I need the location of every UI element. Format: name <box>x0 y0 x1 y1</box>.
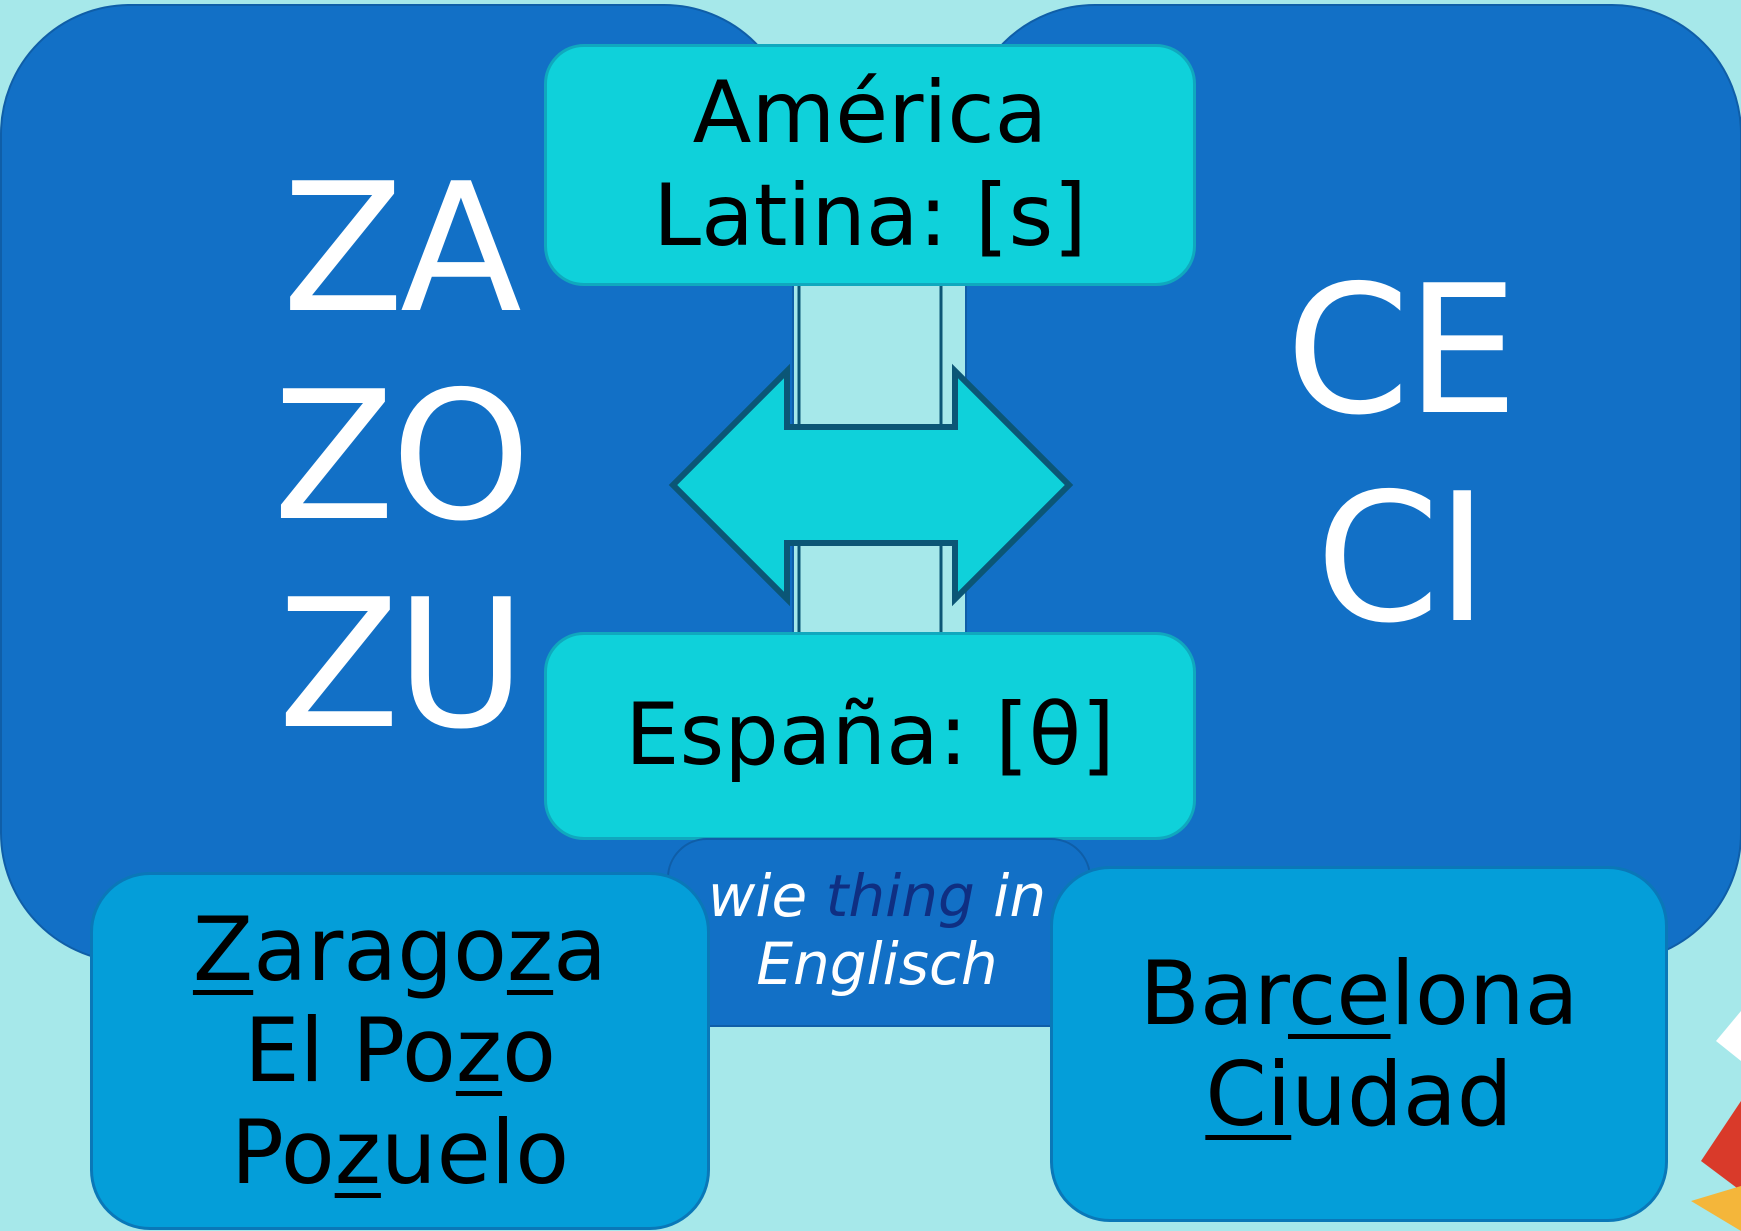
c-examples-box: Barcelona Ciudad <box>1050 866 1668 1222</box>
example-barcelona: Barcelona <box>1139 941 1579 1045</box>
note-word-before: wie <box>707 862 826 930</box>
syllable-zo: ZO <box>272 353 531 560</box>
example-ciudad: Ciudad <box>1205 1043 1513 1146</box>
spain-label: España: [θ] <box>625 685 1115 786</box>
syllable-ce: CE <box>1285 247 1519 454</box>
example-el-pozo: El Pozo <box>244 999 556 1103</box>
syllable-za: ZA <box>282 145 522 352</box>
latin-america-line1: América <box>692 62 1048 163</box>
note-word-after: in <box>974 862 1047 930</box>
note-line2: Englisch <box>756 930 998 999</box>
example-zaragoza: Zaragoza <box>192 898 608 1002</box>
note-text: wie thing in Englisch <box>667 862 1087 999</box>
syllable-ci: CI <box>1315 455 1489 662</box>
syllable-zu: ZU <box>277 561 526 768</box>
spain-box: España: [θ] <box>544 632 1196 840</box>
decorative-corner-icon <box>1691 1011 1741 1231</box>
z-examples-box: Zaragoza El Pozo Pozuelo <box>90 872 710 1230</box>
example-pozuelo: Pozuelo <box>230 1100 570 1204</box>
note-word-thing: thing <box>825 862 975 930</box>
latin-america-line2: Latina: [s] <box>653 166 1087 266</box>
latin-america-box: América Latina: [s] <box>544 44 1196 286</box>
